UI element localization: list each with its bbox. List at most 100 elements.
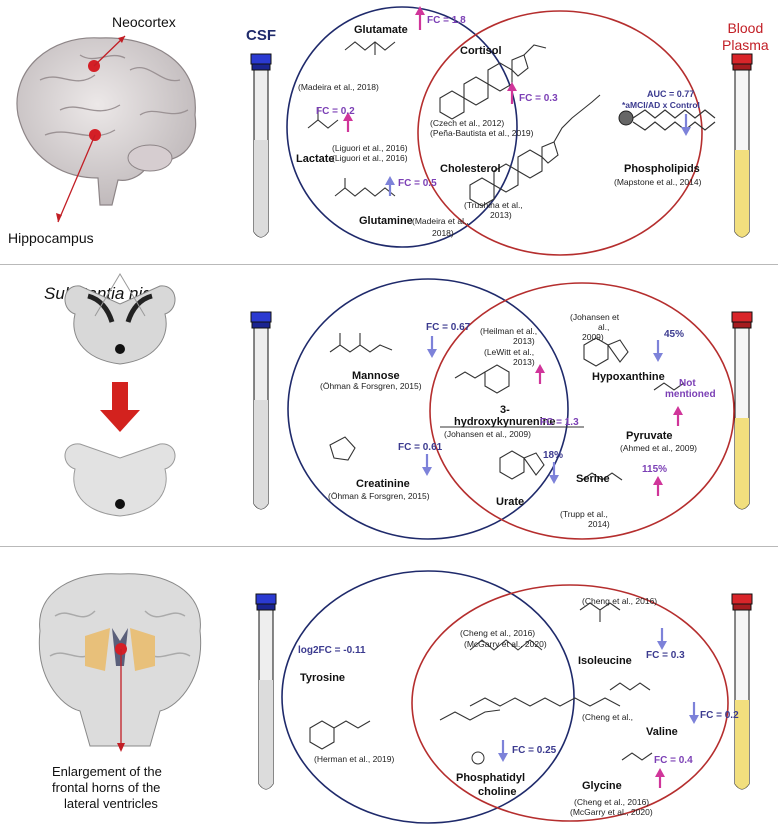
glutamate-up-arrow — [415, 6, 425, 30]
3hk-ref-2: (LeWitt et al., — [484, 347, 535, 357]
glutamine-structure — [334, 178, 396, 197]
pyruvate-fc-2: mentioned — [665, 389, 716, 400]
hypoxanthine-ref-2: al., — [598, 322, 610, 332]
substantia-nigra-illustration — [64, 273, 176, 517]
pyruvate-ref: (Ahmed et al., 2009) — [620, 443, 698, 453]
plasma-tube-2 — [731, 311, 753, 510]
neocortex-label: Neocortex — [112, 14, 176, 30]
glutamine-ref-1: (Madeira et al., — [412, 216, 469, 226]
blood-plasma-label: Blood Plasma — [722, 20, 769, 53]
glutamine-fc: FC = 0.5 — [398, 178, 437, 189]
cholesterol-name: Cholesterol — [440, 163, 501, 175]
ventricle-caption-2: frontal horns of the — [52, 780, 161, 795]
serine-ref-2: 2014) — [588, 519, 610, 529]
tyrosine-name: Tyrosine — [300, 672, 346, 684]
pc-ref-1: (Cheng et al., 2016) — [460, 628, 536, 638]
creatinine-fc: FC = 0.61 — [398, 442, 443, 453]
mannose-ref: (Öhman & Forsgren, 2015) — [320, 381, 422, 391]
ventricle-caption-1: Enlargement of the — [52, 764, 162, 779]
3hk-fc: FC = 1.3 — [540, 417, 579, 428]
glycine-name: Glycine — [582, 780, 622, 792]
glutamate-ref: (Madeira et al., 2018) — [298, 82, 379, 92]
cortisol-fc: FC = 0.3 — [519, 93, 558, 104]
glycine-ref-2: (McGarry et al., 2020) — [570, 807, 653, 817]
csf-tube-2 — [250, 311, 272, 510]
glutamate-fc: FC = 1.8 — [427, 15, 466, 26]
serine-fc: 115% — [642, 464, 668, 475]
lactate-fc: FC = 0.2 — [316, 106, 355, 117]
lactate-name: Lactate — [296, 153, 335, 165]
tyrosine-fc: log2FC = -0.11 — [298, 645, 366, 656]
glutamine-name: Glutamine — [359, 215, 413, 227]
glutamate-name: Glutamate — [354, 24, 408, 36]
hippocampus-label: Hippocampus — [8, 230, 94, 246]
csf-label: CSF — [246, 27, 276, 44]
glutamate-structure — [344, 41, 396, 55]
pyruvate-fc-1: Not — [679, 378, 696, 389]
pc-name-1: Phosphatidyl — [456, 772, 526, 784]
panel1-structures — [307, 6, 716, 207]
csf-tube-1 — [250, 53, 272, 238]
cortisol-up-arrow — [507, 82, 517, 104]
pc-name-2: choline — [478, 786, 517, 798]
glutamine-ref-2: 2018) — [432, 228, 454, 238]
glycine-ref-1: (Cheng et al., 2016) — [574, 797, 650, 807]
ventricle-caption-3: lateral ventricles — [64, 796, 158, 811]
mannose-fc: FC = 0.67 — [426, 322, 471, 333]
mannose-name: Mannose — [352, 370, 400, 382]
valine-name: Valine — [646, 726, 678, 738]
cholesterol-ref-1: (Trushina et al., — [464, 200, 523, 210]
coronal-brain-illustration — [38, 573, 202, 752]
cortisol-name: Cortisol — [460, 45, 502, 57]
glutamine-up-arrow — [385, 176, 395, 196]
pc-ref-2: (McGarry et al., 2020) — [464, 639, 547, 649]
serine-ref-1: (Trupp et al., — [560, 509, 608, 519]
cholesterol-ref-2: 2013) — [490, 210, 512, 220]
tyrosine-ref: (Herman et al., 2019) — [314, 754, 395, 764]
lactate-ref-1: (Liguori et al., 2016) — [332, 143, 408, 153]
isoleucine-name: Isoleucine — [578, 655, 632, 667]
urate-name: Urate — [496, 496, 525, 508]
venn-panel-2 — [287, 278, 735, 540]
brain-sagittal-illustration — [16, 35, 197, 223]
plasma-tube-1 — [731, 53, 753, 238]
serine-name: Serine — [576, 473, 610, 485]
valine-ref: (Cheng et al., — [582, 712, 634, 722]
3hk-ref-1: (Heilman et al., — [480, 326, 538, 336]
3hk-ref-3: (Johansen et al., 2009) — [444, 429, 531, 439]
hypoxanthine-fc: 45% — [664, 329, 685, 340]
panel-divider-1 — [0, 264, 778, 265]
lactate-down-arrow — [343, 112, 353, 132]
hypoxanthine-ref-3: 2009) — [582, 332, 604, 342]
cortisol-ref-2: (Peña-Bautista et al., 2019) — [430, 128, 534, 138]
phospholipids-ref: (Mapstone et al., 2014) — [614, 177, 702, 187]
3hk-name-2: hydroxykynurenine — [454, 416, 556, 428]
hypoxanthine-ref-1: (Johansen et — [570, 312, 620, 322]
isoleucine-ref: (Cheng et al., 2016) — [582, 596, 658, 606]
cortisol-ref-1: (Czech et al., 2012) — [430, 118, 505, 128]
creatinine-name: Creatinine — [356, 478, 410, 490]
3hk-name-1: 3- — [500, 404, 510, 416]
3hk-ref-2b: 2013) — [513, 357, 535, 367]
valine-fc: FC = 0.2 — [700, 710, 739, 721]
urate-fc: 18% — [543, 450, 564, 461]
creatinine-ref: (Öhman & Forsgren, 2015) — [328, 491, 430, 501]
lactate-ref-2: (Liguori et al., 2016) — [332, 153, 408, 163]
glycine-fc: FC = 0.4 — [654, 755, 693, 766]
3hk-ref-1b: 2013) — [513, 336, 535, 346]
phospholipids-name: Phospholipids — [624, 163, 700, 175]
phospholipid-structure — [618, 109, 716, 131]
phospholipids-down-arrow — [681, 114, 691, 136]
pyruvate-name: Pyruvate — [626, 430, 673, 442]
pc-fc: FC = 0.25 — [512, 745, 557, 756]
cholesterol-structure — [469, 94, 601, 207]
phospholipids-auc-sub: *aMCI/AD x Control — [622, 100, 700, 110]
hypoxanthine-name: Hypoxanthine — [592, 371, 665, 383]
venn-panel-1 — [286, 6, 703, 256]
lactate-structure — [307, 108, 339, 129]
csf-tube-3 — [255, 593, 277, 790]
panel-divider-2 — [0, 546, 778, 547]
plasma-tube-3 — [731, 593, 753, 790]
